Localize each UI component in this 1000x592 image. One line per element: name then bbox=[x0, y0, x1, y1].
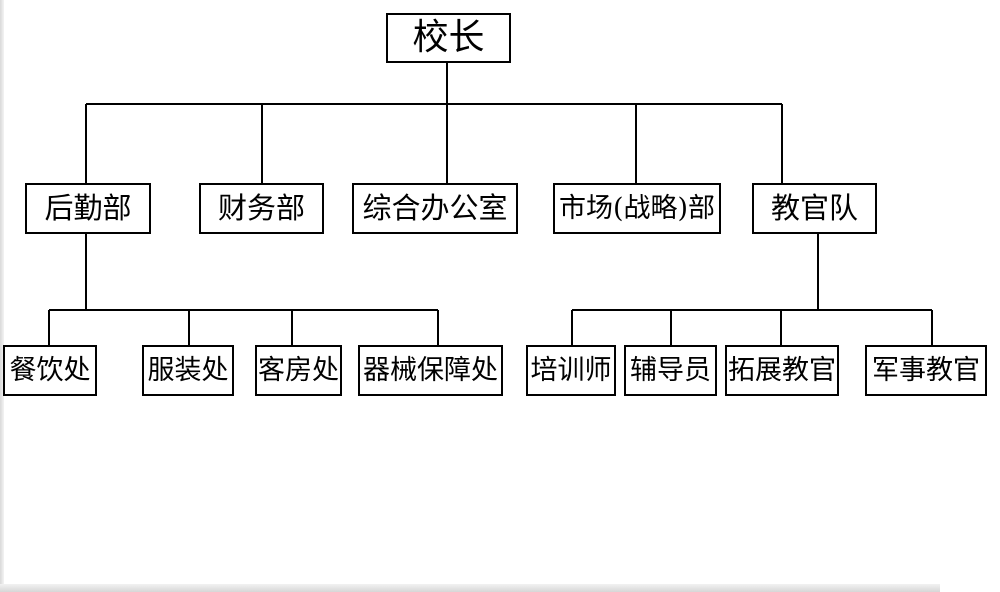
bottom-edge-shadow bbox=[0, 584, 940, 592]
node-rooms: 客房处 bbox=[255, 345, 342, 396]
node-military-instructor: 军事教官 bbox=[865, 345, 987, 396]
node-logistics-dept: 后勤部 bbox=[25, 183, 151, 234]
node-equipment: 器械保障处 bbox=[358, 345, 503, 396]
node-clothing: 服装处 bbox=[142, 345, 234, 396]
node-outdoor-instructor: 拓展教官 bbox=[725, 345, 839, 396]
node-instructor-team: 教官队 bbox=[752, 183, 877, 234]
left-edge-shadow bbox=[0, 0, 4, 585]
node-finance-dept: 财务部 bbox=[199, 183, 324, 234]
node-counselor: 辅导员 bbox=[624, 345, 717, 396]
node-catering: 餐饮处 bbox=[3, 345, 97, 396]
node-trainer: 培训师 bbox=[526, 345, 616, 396]
node-general-office: 综合办公室 bbox=[352, 183, 518, 234]
node-marketing-dept: 市场(战略)部 bbox=[553, 183, 721, 234]
node-principal: 校长 bbox=[386, 13, 511, 63]
